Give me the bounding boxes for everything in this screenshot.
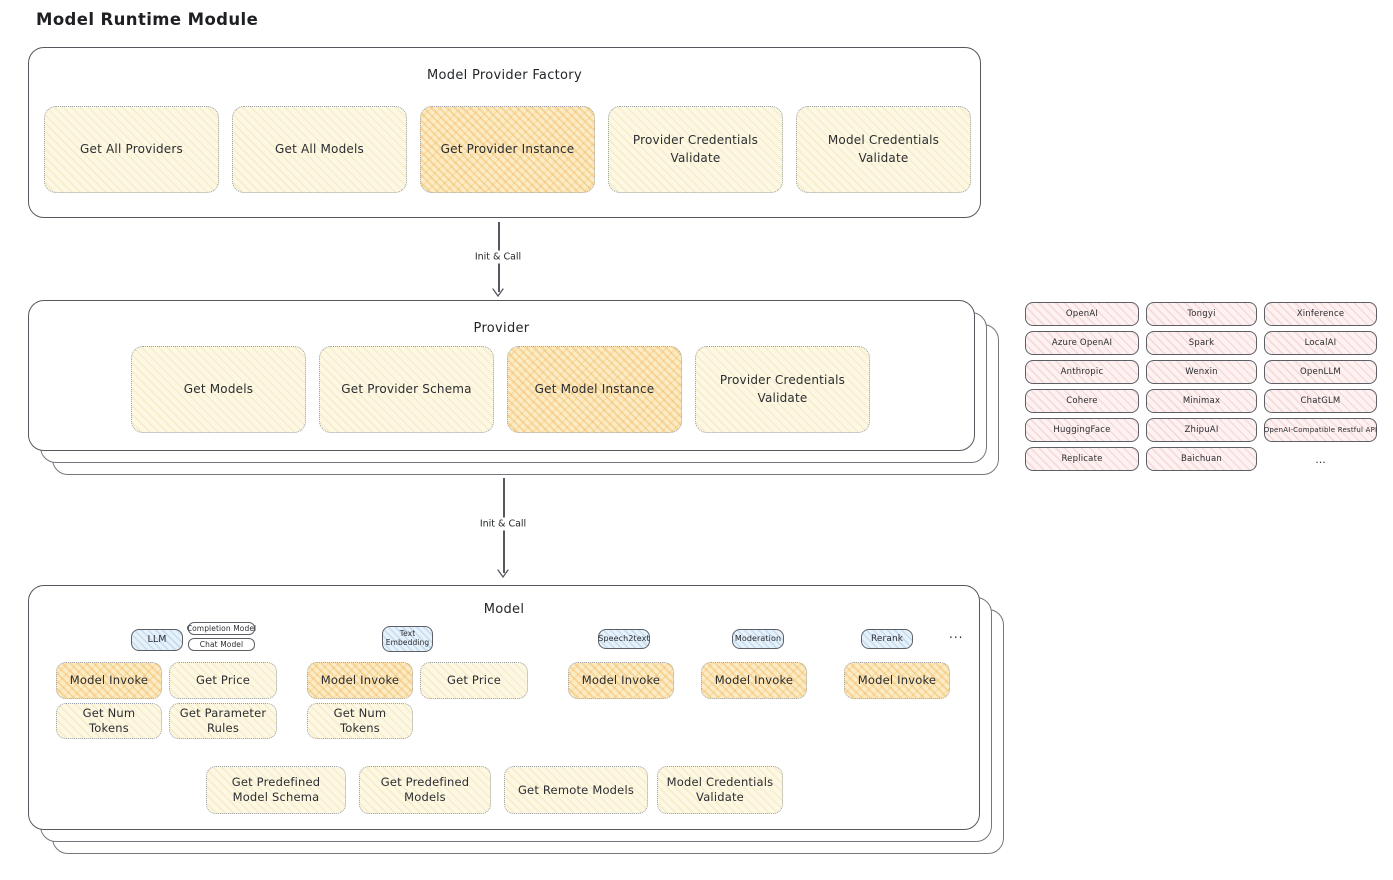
chip-huggingface: HuggingFace (1025, 418, 1139, 442)
chip-cohere: Cohere (1025, 389, 1139, 413)
node-get-provider-schema: Get Provider Schema (319, 346, 494, 433)
rerank-model-invoke: Model Invoke (844, 662, 950, 699)
chip-wenxin: Wenxin (1146, 360, 1257, 384)
embedding-get-price: Get Price (420, 662, 528, 699)
provider-box: Provider Get Models Get Provider Schema … (28, 300, 999, 475)
node-get-all-models: Get All Models (232, 106, 407, 193)
model-box-front: Model LLM Completion Model Chat Model Te… (28, 585, 980, 830)
chip-replicate: Replicate (1025, 447, 1139, 471)
factory-title: Model Provider Factory (427, 68, 582, 83)
llm-get-num-tokens: Get Num Tokens (56, 703, 162, 739)
tag-completion-model: Completion Model (186, 622, 257, 635)
chip-openllm: OpenLLM (1264, 360, 1377, 384)
embedding-get-num-tokens: Get Num Tokens (307, 703, 413, 739)
llm-get-price: Get Price (169, 662, 277, 699)
node-get-remote-models: Get Remote Models (504, 766, 648, 814)
moderation-model-invoke: Model Invoke (701, 662, 807, 699)
chip-anthropic: Anthropic (1025, 360, 1139, 384)
arrow-label: Init & Call (475, 517, 531, 531)
tags-ellipsis: ... (949, 627, 964, 641)
chip-spark: Spark (1146, 331, 1257, 355)
init-call-arrow-1: Init & Call (468, 222, 528, 297)
provider-list: OpenAI Tongyi Xinference Azure OpenAI Sp… (1025, 302, 1377, 471)
chip-azure-openai: Azure OpenAI (1025, 331, 1139, 355)
node-provider-credentials-validate-2: Provider Credentials Validate (695, 346, 870, 433)
chip-zhipuai: ZhipuAI (1146, 418, 1257, 442)
chip-tongyi: Tongyi (1146, 302, 1257, 326)
tag-moderation: Moderation (732, 629, 784, 649)
provider-title: Provider (473, 321, 530, 336)
node-model-credentials-validate: Model Credentials Validate (796, 106, 971, 193)
embedding-model-invoke: Model Invoke (307, 662, 413, 699)
arrow-down-icon (492, 288, 504, 297)
tag-speech2text: Speech2text (598, 629, 650, 649)
tag-rerank: Rerank (861, 629, 913, 649)
chip-openai-compatible-restful-api: OpenAI-Compatible Restful API (1264, 418, 1377, 442)
factory-button-row: Get All Providers Get All Models Get Pro… (44, 106, 971, 193)
node-provider-credentials-validate: Provider Credentials Validate (608, 106, 783, 193)
provider-list-ellipsis: ... (1315, 452, 1326, 466)
node-get-predefined-model-schema: Get Predefined Model Schema (206, 766, 346, 814)
speech2text-model-invoke: Model Invoke (568, 662, 674, 699)
init-call-arrow-2: Init & Call (473, 478, 533, 578)
chip-chatglm: ChatGLM (1264, 389, 1377, 413)
provider-box-front: Provider Get Models Get Provider Schema … (28, 300, 975, 451)
node-get-models: Get Models (131, 346, 306, 433)
chip-openai: OpenAI (1025, 302, 1139, 326)
arrow-label: Init & Call (470, 250, 526, 263)
llm-subtags: Completion Model Chat Model (186, 622, 257, 651)
factory-box: Model Provider Factory Get All Providers… (28, 47, 981, 218)
tag-chat-model: Chat Model (188, 638, 255, 651)
model-title: Model (483, 602, 525, 617)
chip-localai: LocalAI (1264, 331, 1377, 355)
node-get-provider-instance: Get Provider Instance (420, 106, 595, 193)
chip-xinference: Xinference (1264, 302, 1377, 326)
chip-minimax: Minimax (1146, 389, 1257, 413)
provider-button-row: Get Models Get Provider Schema Get Model… (131, 346, 870, 433)
node-get-model-instance: Get Model Instance (507, 346, 682, 433)
page-title: Model Runtime Module (36, 10, 259, 29)
node-get-predefined-models: Get Predefined Models (359, 766, 491, 814)
chip-baichuan: Baichuan (1146, 447, 1257, 471)
tag-text-embedding: Text Embedding (382, 626, 433, 652)
node-get-all-providers: Get All Providers (44, 106, 219, 193)
arrow-down-icon (497, 569, 509, 578)
llm-get-parameter-rules: Get Parameter Rules (169, 703, 277, 739)
model-box: Model LLM Completion Model Chat Model Te… (28, 585, 1004, 854)
llm-model-invoke: Model Invoke (56, 662, 162, 699)
tag-llm: LLM (131, 629, 183, 651)
node-model-credentials-validate-2: Model Credentials Validate (657, 766, 783, 814)
